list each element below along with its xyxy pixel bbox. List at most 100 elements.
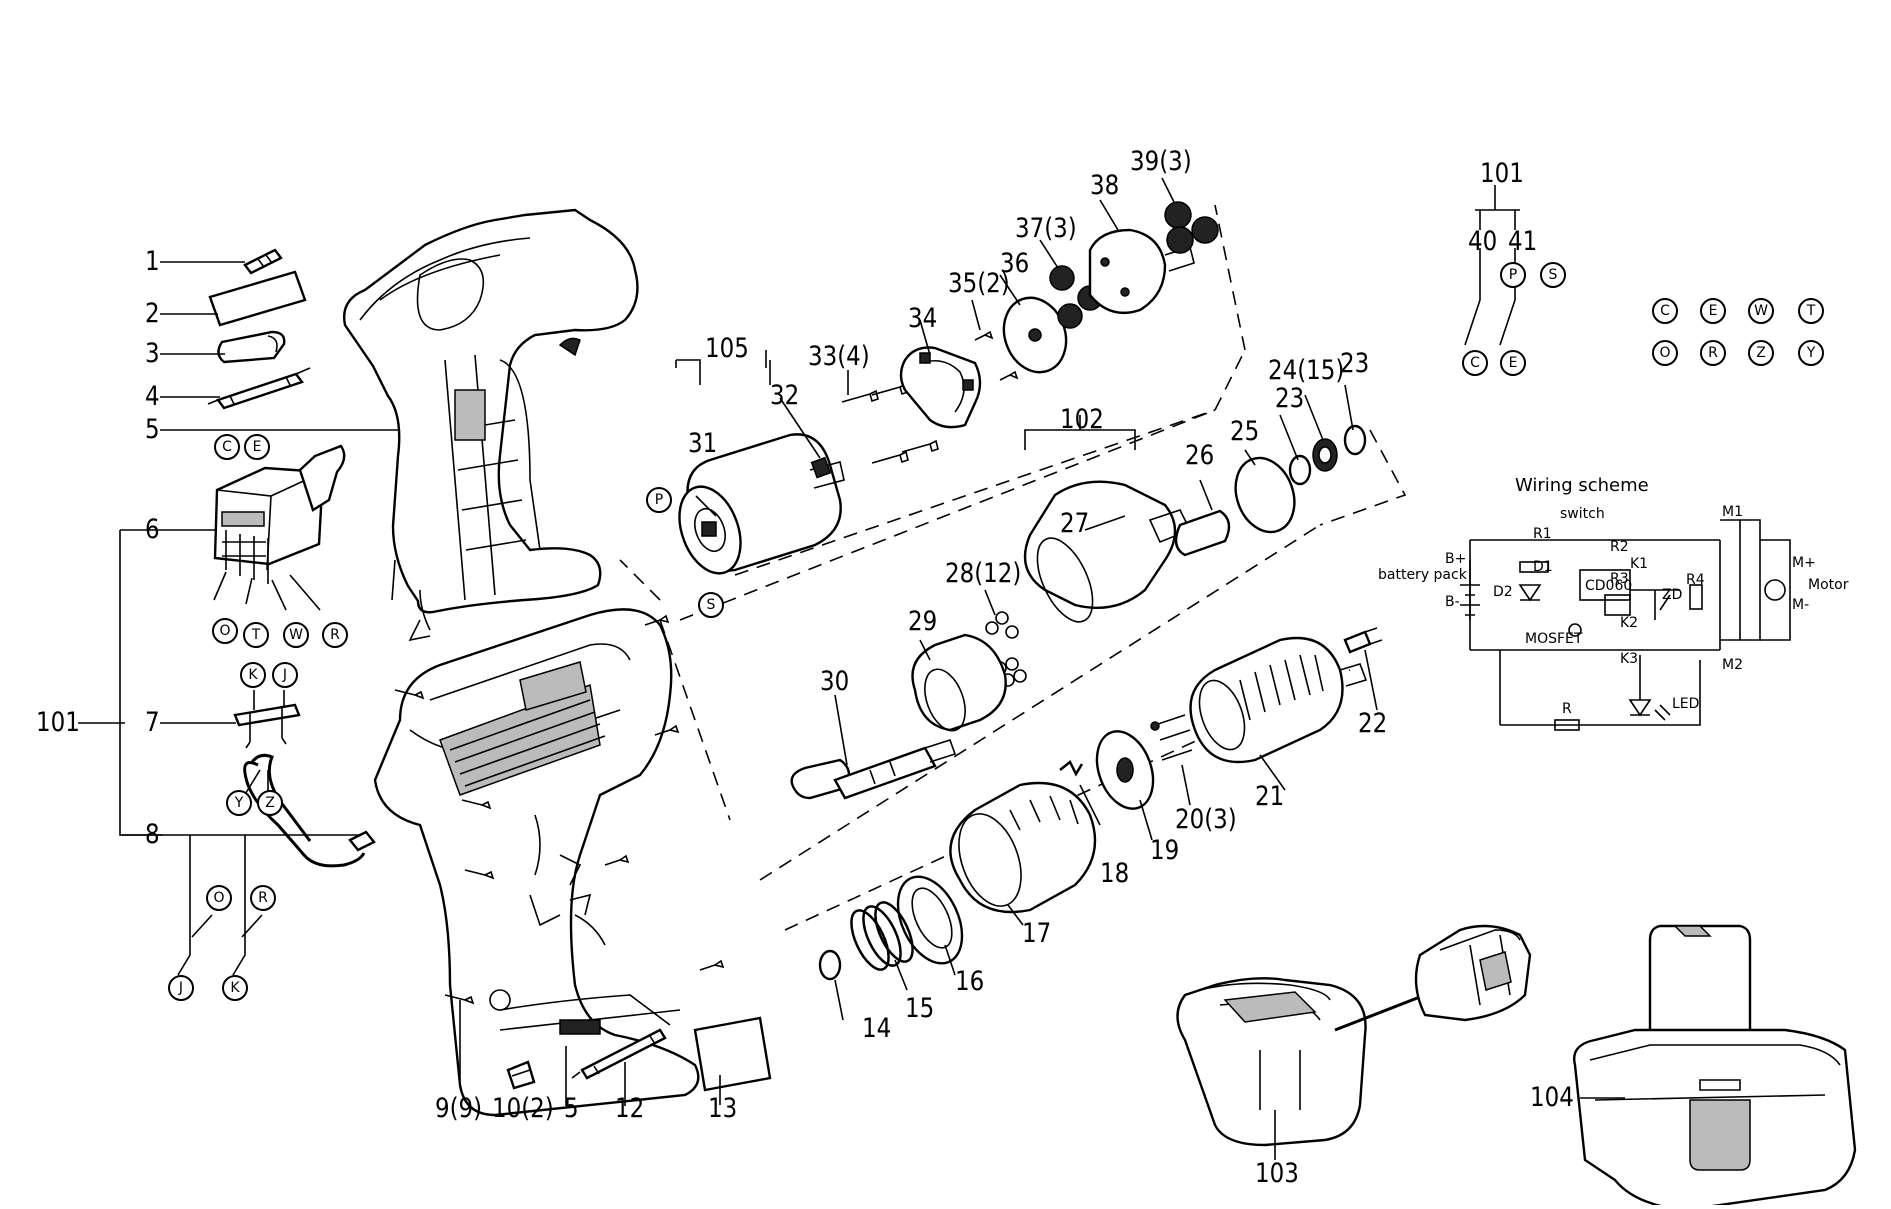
part-33-screws — [841, 382, 939, 464]
wiring-m1-label: M1 — [1722, 504, 1743, 520]
part-37-planet-gears — [1049, 265, 1103, 329]
label-part-20: 20(3) — [1175, 804, 1237, 835]
part-5-housing-half — [343, 208, 639, 642]
part-12-double-bit — [571, 1028, 667, 1080]
circle-letter-y: Y — [1798, 340, 1824, 366]
label-part-2: 2 — [145, 298, 160, 329]
label-part-24: 24(15) — [1268, 355, 1345, 386]
part-34-gear-plate — [899, 346, 982, 429]
label-part-13: 13 — [708, 1093, 738, 1124]
part-24-balls — [1312, 438, 1338, 472]
part-29-ring-gear — [911, 633, 1007, 732]
wiring-k1-label: K1 — [1630, 556, 1649, 572]
label-part-21: 21 — [1255, 781, 1285, 812]
label-part-105: 105 — [705, 333, 749, 364]
part-5-housing-assembled — [373, 608, 700, 1117]
part-17-torque-collar — [949, 781, 1097, 914]
label-part-40: 40 — [1468, 226, 1498, 257]
label-part-33: 33(4) — [808, 341, 870, 372]
part-13-plate — [693, 1016, 772, 1092]
wiring-zd-label: ZD — [1662, 587, 1683, 603]
part-20-jaws — [1150, 714, 1193, 761]
label-part-36: 36 — [1000, 248, 1030, 279]
label-part-37: 37(3) — [1015, 213, 1077, 244]
wiring-m2-label: M2 — [1722, 657, 1743, 673]
label-part-6: 6 — [145, 514, 160, 545]
part-18-spring — [1059, 760, 1084, 777]
part-4-double-bit — [207, 367, 311, 410]
circle-letter-t: T — [1798, 298, 1824, 324]
circle-letter-c: C — [1462, 350, 1488, 376]
label-part-101-left: 101 — [36, 707, 80, 738]
label-part-19: 19 — [1150, 835, 1180, 866]
part-19-clutch-plate — [1095, 730, 1155, 810]
label-part-30: 30 — [820, 666, 850, 697]
label-part-7: 7 — [145, 707, 160, 738]
label-part-17: 17 — [1022, 918, 1052, 949]
wiring-r2-label: R2 — [1610, 539, 1629, 555]
wiring-scheme-title: Wiring scheme — [1515, 475, 1649, 496]
wiring-led-label: LED — [1672, 696, 1700, 712]
wiring-d2-label: D2 — [1493, 584, 1513, 600]
wiring-m-plus-label: M+ — [1792, 555, 1816, 571]
label-part-5b: 5 — [564, 1093, 579, 1124]
label-part-15: 15 — [905, 993, 935, 1024]
wiring-battery-pack-label: battery pack — [1378, 567, 1467, 583]
part-6-switch — [213, 444, 346, 584]
label-part-10: 10(2) — [492, 1093, 554, 1124]
label-part-101-right: 101 — [1480, 158, 1524, 189]
part-36-washer-disc — [1002, 296, 1068, 374]
label-part-4: 4 — [145, 381, 160, 412]
part-32-pinion — [810, 456, 832, 479]
label-part-27: 27 — [1060, 508, 1090, 539]
circle-letter-o: O — [212, 618, 238, 644]
part-1-bit — [243, 248, 283, 275]
wiring-motor-label: Motor — [1808, 577, 1849, 593]
label-part-5: 5 — [145, 414, 160, 445]
label-part-29: 29 — [908, 606, 938, 637]
part-21-chuck — [1189, 636, 1368, 764]
wiring-r3-label: R3 — [1610, 571, 1629, 587]
part-26-bushing — [1174, 509, 1231, 557]
label-part-23a: 23 — [1275, 383, 1305, 414]
label-part-26: 26 — [1185, 440, 1215, 471]
circle-letter-e: E — [244, 434, 270, 460]
label-part-102: 102 — [1060, 404, 1104, 435]
wiring-d1-label: D1 — [1533, 559, 1553, 575]
label-part-35: 35(2) — [948, 268, 1010, 299]
wiring-r1-label: R1 — [1533, 526, 1552, 542]
wiring-switch-label: switch — [1560, 506, 1605, 522]
circle-letter-p: P — [646, 487, 672, 513]
circle-letter-z: Z — [1748, 340, 1774, 366]
part-3-clip — [217, 330, 286, 364]
wiring-mosfet-label: MOSFET — [1525, 631, 1583, 647]
part-31-motor — [678, 433, 845, 575]
wiring-ic-label: CD060 — [1585, 578, 1633, 594]
circle-letter-k: K — [240, 662, 266, 688]
label-part-3: 3 — [145, 338, 160, 369]
label-part-14: 14 — [862, 1013, 892, 1044]
part-22-screw — [1343, 627, 1383, 654]
circle-letter-e: E — [1700, 298, 1726, 324]
circle-letter-p: P — [1500, 262, 1526, 288]
circle-letter-r: R — [250, 885, 276, 911]
circle-letter-t: T — [243, 622, 269, 648]
label-part-22: 22 — [1358, 708, 1388, 739]
circle-letter-c: C — [1652, 298, 1678, 324]
part-39-planet-gears — [1164, 201, 1219, 254]
circle-letter-y: Y — [226, 790, 252, 816]
circle-letter-o: O — [206, 885, 232, 911]
circle-letter-k: K — [222, 975, 248, 1001]
label-part-16: 16 — [955, 966, 985, 997]
label-part-34: 34 — [908, 303, 938, 334]
circle-letter-w: W — [283, 622, 309, 648]
label-part-18: 18 — [1100, 858, 1130, 889]
wiring-r4-label: R4 — [1686, 572, 1705, 588]
label-part-104: 104 — [1530, 1082, 1574, 1113]
part-35-screws — [974, 330, 1019, 381]
label-part-1: 1 — [145, 246, 160, 277]
part-23-washer — [1288, 424, 1367, 486]
part-10-clip — [506, 1060, 536, 1090]
circle-letter-e: E — [1500, 350, 1526, 376]
part-104-battery — [1573, 924, 1857, 1209]
